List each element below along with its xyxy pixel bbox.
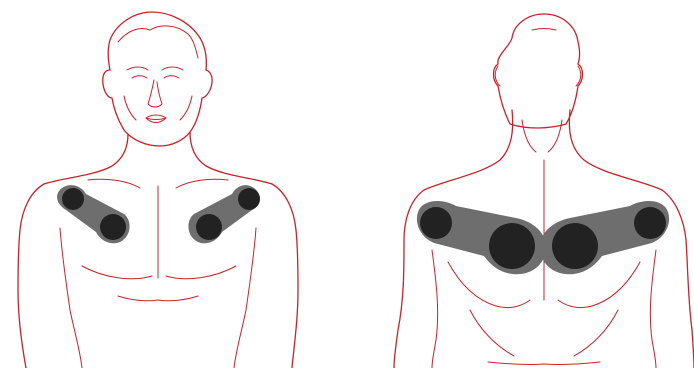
front-left-electrode-pad <box>57 185 130 243</box>
front-right-electrode-upper <box>238 188 260 210</box>
front-right-electrode-pad <box>188 185 260 243</box>
front-right-electrode-lower <box>196 214 222 240</box>
front-abdomen <box>118 296 198 301</box>
back-body-figure <box>394 14 694 368</box>
front-left-pectoral <box>82 266 152 279</box>
back-hair-line <box>532 29 556 31</box>
front-right-arm-inner <box>234 228 256 368</box>
front-left-arm-inner <box>60 228 82 368</box>
front-right-pectoral <box>166 266 236 279</box>
back-left-arm-inner <box>432 250 438 368</box>
front-left-electrode-lower <box>100 214 126 240</box>
front-torso-right <box>272 184 298 368</box>
front-left-clavicle <box>88 179 140 188</box>
back-right-electrode-outer <box>634 207 666 239</box>
back-neck-inner-left <box>522 120 536 152</box>
back-lower-line <box>488 362 600 364</box>
front-left-brow <box>127 67 148 70</box>
front-right-brow <box>162 67 183 70</box>
front-right-cheek <box>180 96 192 120</box>
front-left-electrode-upper <box>62 188 84 210</box>
back-right-electrode-pad <box>540 201 669 274</box>
back-left-electrode-outer <box>420 207 452 239</box>
back-right-lat <box>574 310 618 356</box>
back-left-electrode-inner <box>489 223 535 269</box>
front-nose <box>148 80 162 107</box>
front-head-outline <box>103 12 212 146</box>
front-right-clavicle <box>176 179 228 188</box>
front-left-eye <box>132 76 147 78</box>
back-head-outline <box>494 14 583 128</box>
front-left-cheek <box>124 96 136 120</box>
front-right-eye <box>164 76 179 78</box>
back-neck-inner-right <box>548 120 562 152</box>
back-neck-right <box>569 110 662 190</box>
front-body-figure <box>18 12 298 368</box>
back-right-electrode-inner <box>552 223 598 269</box>
back-left-electrode-pad <box>417 201 546 274</box>
front-mouth-line <box>146 118 166 120</box>
front-hairline <box>118 26 198 58</box>
back-left-lat <box>470 310 514 356</box>
front-neck-left <box>44 134 128 184</box>
back-right-arm-inner <box>650 250 656 368</box>
front-torso-left <box>18 184 44 368</box>
front-neck-right <box>190 132 272 184</box>
back-neck-left <box>424 110 513 190</box>
